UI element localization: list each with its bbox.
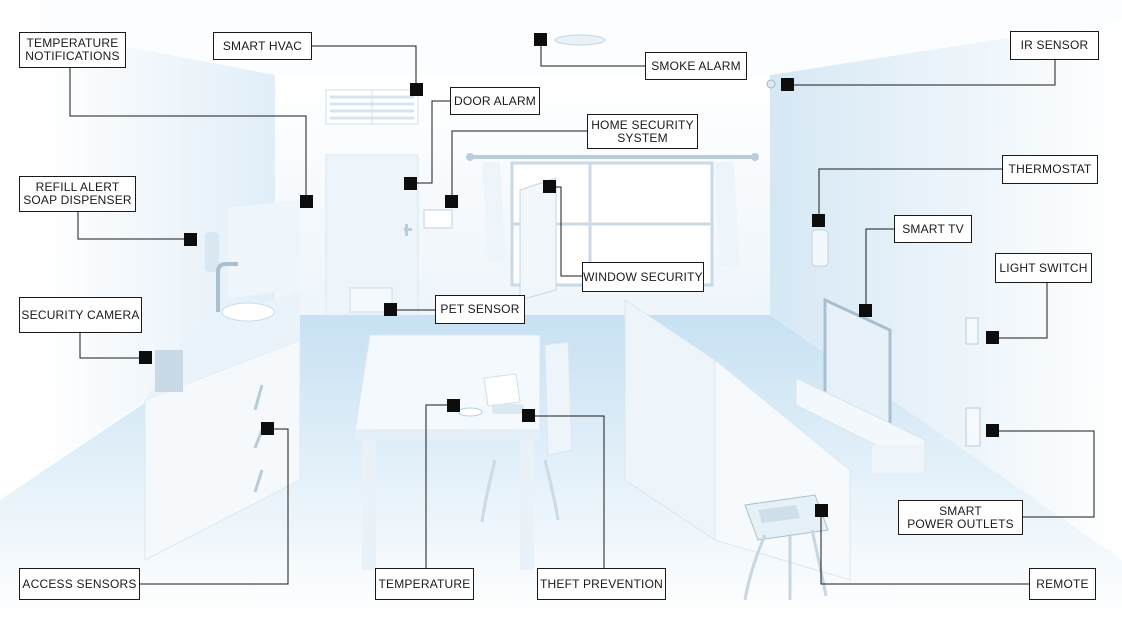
label-smart-hvac[interactable]: SMART HVAC [213,32,312,60]
marker-smart-tv [859,304,872,317]
marker-window-security [543,180,556,193]
marker-pet-sensor [384,303,397,316]
label-security-camera[interactable]: SECURITY CAMERA [19,297,142,333]
tv [795,297,926,473]
label-smart-tv[interactable]: SMART TV [894,215,972,243]
power-outlet-device [965,407,981,447]
marker-smart-power-outlets [986,424,999,437]
ir-sensor-device [766,79,776,89]
label-light-switch[interactable]: LIGHT SWITCH [995,253,1092,283]
label-smoke-alarm[interactable]: SMOKE ALARM [645,52,747,80]
label-refill-alert-soap-dispenser[interactable]: REFILL ALERT SOAP DISPENSER [19,176,136,212]
label-temperature[interactable]: TEMPERATURE [375,568,474,600]
label-window-security[interactable]: WINDOW SECURITY [582,262,704,292]
label-ir-sensor[interactable]: IR SENSOR [1010,31,1099,60]
marker-remote [815,504,828,517]
label-remote[interactable]: REMOTE [1029,568,1096,600]
marker-temperature [447,399,460,412]
light-switch-device [965,317,979,345]
marker-home-security-system [445,195,458,208]
marker-access-sensors [261,422,274,435]
marker-theft-prevention [522,409,535,422]
marker-door-alarm [404,177,417,190]
marker-thermostat [812,214,825,227]
label-home-security-system[interactable]: HOME SECURITY SYSTEM [587,114,698,149]
marker-temperature-notifications [300,195,313,208]
hvac-vent [325,89,419,125]
label-theft-prevention[interactable]: THEFT PREVENTION [537,568,666,600]
label-pet-sensor[interactable]: PET SENSOR [435,295,525,324]
marker-smart-hvac [410,83,423,96]
marker-refill-alert-soap-dispenser [184,233,197,246]
marker-ir-sensor [781,78,794,91]
thermostat-device [811,229,829,267]
marker-smoke-alarm [534,33,547,46]
label-door-alarm[interactable]: DOOR ALARM [450,87,540,115]
label-access-sensors[interactable]: ACCESS SENSORS [19,568,140,600]
marker-light-switch [986,331,999,344]
label-thermostat[interactable]: THERMOSTAT [1002,155,1098,184]
marker-security-camera [139,351,152,364]
security-keypad [423,209,453,229]
smoke-detector [554,34,606,46]
label-smart-power-outlets[interactable]: SMART POWER OUTLETS [898,500,1023,535]
label-temperature-notifications[interactable]: TEMPERATURE NOTIFICATIONS [19,32,126,68]
side-table [743,494,829,601]
